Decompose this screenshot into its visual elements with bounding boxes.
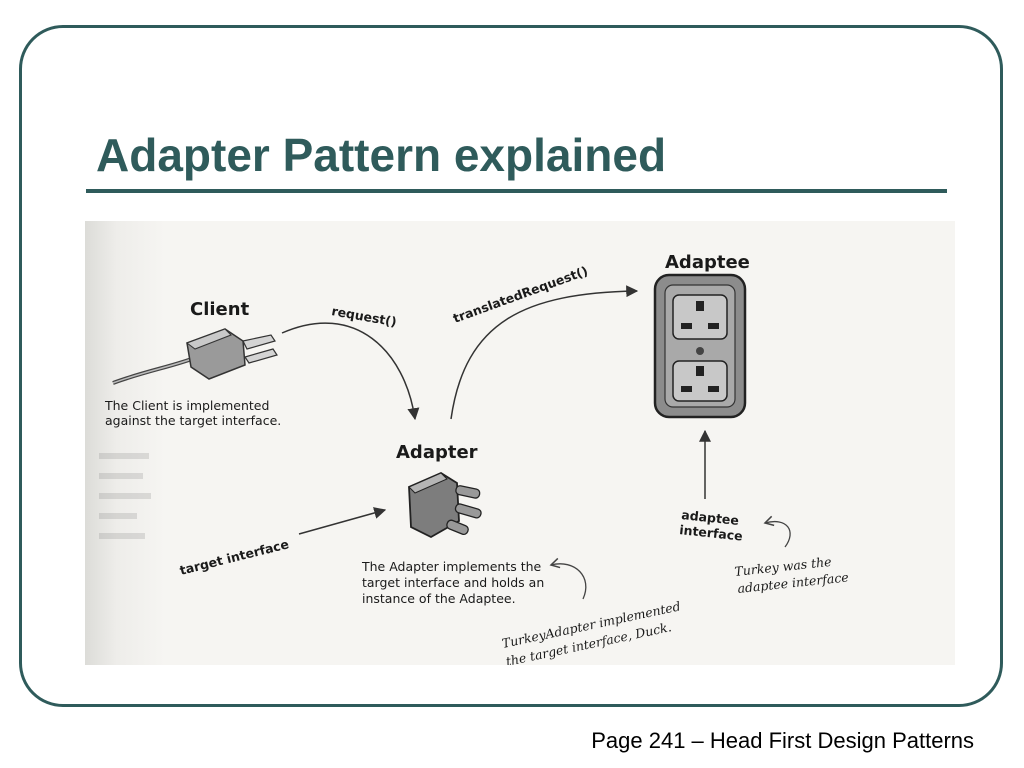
slide-title: Adapter Pattern explained <box>96 129 667 181</box>
adaptee-interface-label-line1: adaptee <box>681 507 740 528</box>
bleed-through-marks <box>99 453 151 539</box>
adapter-note-line1: The Adapter implements the <box>361 559 542 574</box>
adapter-note-line3: instance of the Adaptee. <box>362 591 516 606</box>
request-arrow <box>281 322 420 421</box>
title-underline <box>86 189 947 193</box>
adaptee-heading: Adaptee <box>665 252 750 273</box>
turkey-hook-arrow <box>763 515 791 548</box>
page-shadow <box>85 221 165 665</box>
client-heading: Client <box>190 299 250 320</box>
adapter-heading: Adapter <box>396 442 478 463</box>
adaptee-interface-label-line2: interface <box>679 522 744 544</box>
client-note-line2: against the target interface. <box>105 413 281 428</box>
page-reference-footer: Page 241 – Head First Design Patterns <box>591 728 974 753</box>
target-interface-label: target interface <box>178 536 290 578</box>
diagram-scan: Client The Client is implemented against… <box>85 221 955 665</box>
adapter-diagram: Client The Client is implemented against… <box>99 252 849 665</box>
client-plug-icon <box>112 328 278 385</box>
request-label: request() <box>330 303 397 329</box>
turkey-adapter-hook-arrow <box>549 557 587 600</box>
translated-request-arrow <box>450 285 639 420</box>
client-note-line1: The Client is implemented <box>104 398 269 413</box>
adapter-plug-icon <box>408 471 482 539</box>
slide-frame <box>19 25 1003 707</box>
adapter-note-line2: target interface and holds an <box>362 575 544 590</box>
adaptee-socket-icon <box>653 273 747 419</box>
translated-request-label: translatedRequest() <box>451 263 590 326</box>
target-interface-arrow <box>298 507 387 535</box>
